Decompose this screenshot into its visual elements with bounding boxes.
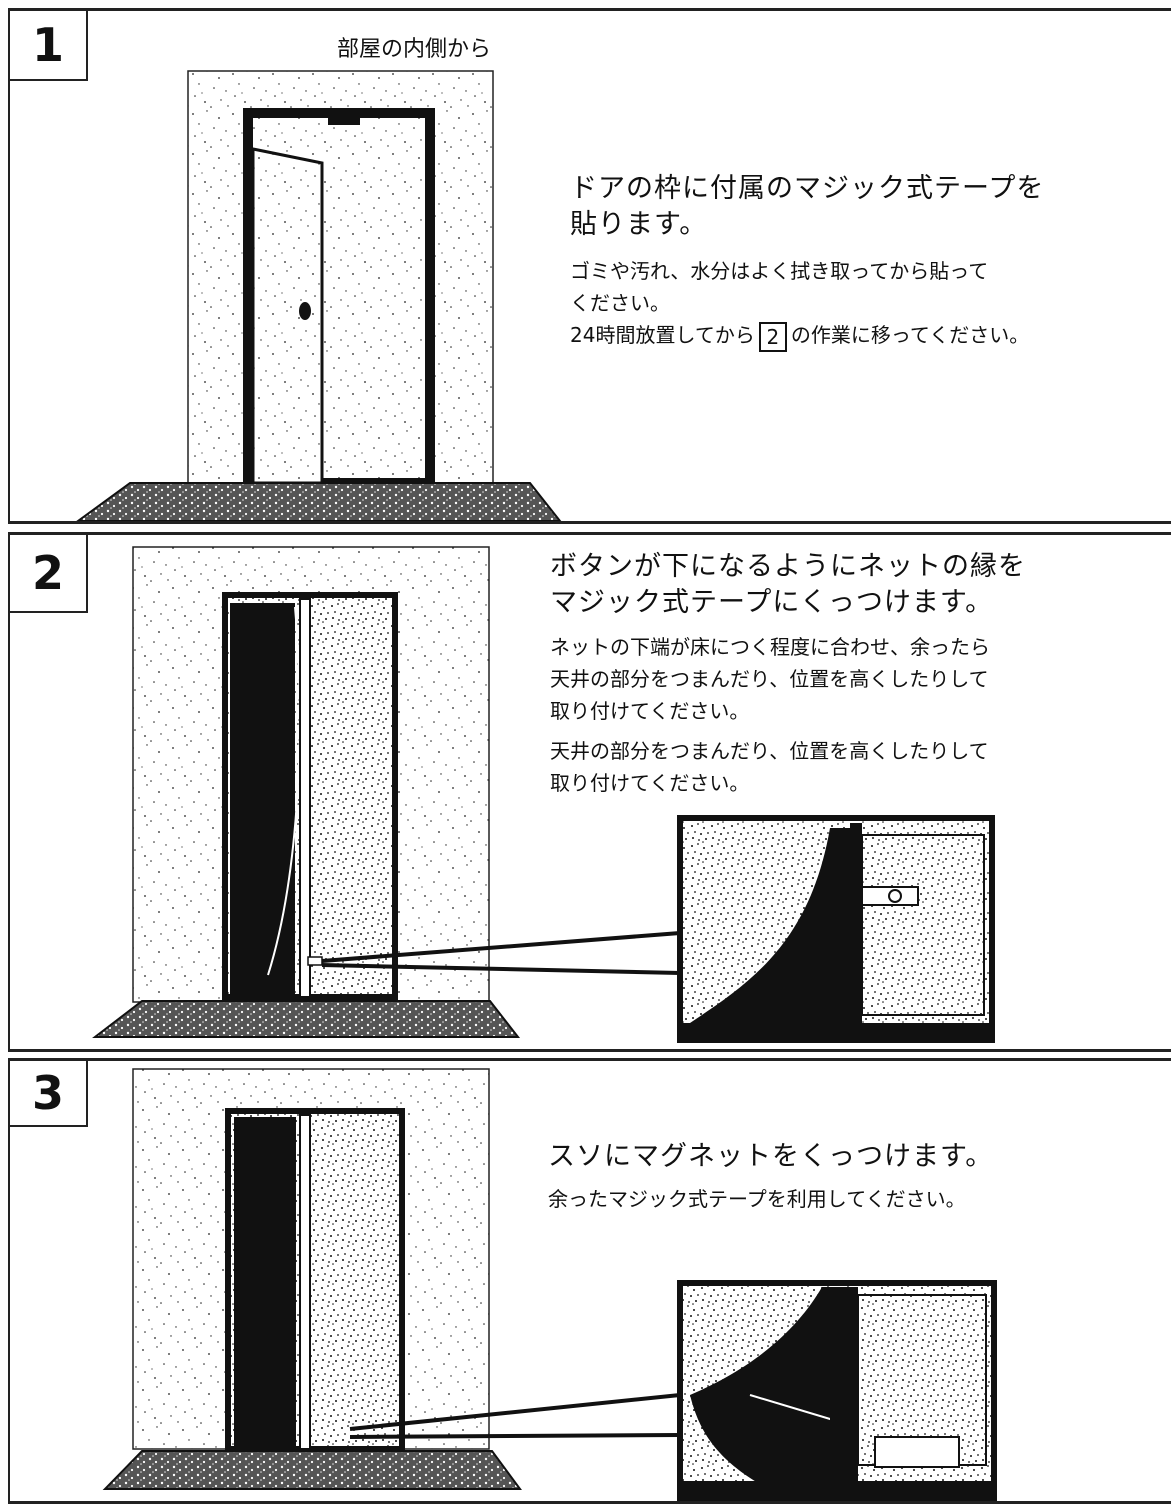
net-attach-illustration (92, 546, 995, 1043)
step-1-wait-text: 24時間放置してから (570, 323, 755, 347)
step-2-panel: 2 ボタンが下になるようにネットの縁を マジック式テープにくっつけます。 ネット… (8, 532, 1171, 1052)
step-1-body-line-1: ゴミや汚れ、水分はよく拭き取ってから貼って (570, 259, 989, 283)
step-2-text-block: ボタンが下になるようにネットの縁を マジック式テープにくっつけます。 ネットの下… (550, 549, 1026, 799)
step-number-1: 1 (10, 11, 88, 81)
step-2-body-line-3: 取り付けてください。 (550, 699, 750, 723)
step-2-heading-line-1: ボタンが下になるようにネットの縁を (550, 551, 1026, 582)
step-2-body-repeat-line-2: 取り付けてください。 (550, 771, 750, 795)
step-1-heading-line-2: 貼ります。 (570, 209, 708, 240)
step-1-body-line-2: ください。 (570, 291, 670, 315)
step-1-panel: 1 部屋の内側から ドアの枠に付属のマジック式テープを 貼ります。 ゴミや汚れ、… (8, 8, 1171, 524)
step-1-caption: 部屋の内側から (337, 37, 492, 62)
step-3-heading-line-1: スソにマグネットをくっつけます。 (548, 1141, 994, 1172)
step-number-3: 3 (10, 1061, 88, 1127)
step-1-text-block: ドアの枠に付属のマジック式テープを 貼ります。 ゴミや汚れ、水分はよく拭き取って… (570, 171, 1044, 352)
step-2-body-line-2: 天井の部分をつまんだり、位置を高くしたりして (550, 667, 989, 691)
step-2-body-line-1: ネットの下端が床につく程度に合わせ、余ったら (550, 635, 990, 659)
step-2-body-repeat-line-1: 天井の部分をつまんだり、位置を高くしたりして (550, 739, 989, 763)
step-2-reference-box: 2 (758, 321, 787, 352)
step-3-panel: 3 スソにマグネットをくっつけます。 余ったマジック式テープを利用してください。 (8, 1058, 1171, 1504)
step-1-heading-line-1: ドアの枠に付属のマジック式テープを (570, 173, 1045, 204)
step-3-text-block: スソにマグネットをくっつけます。 余ったマジック式テープを利用してください。 (548, 1139, 993, 1215)
step-3-body-line-1: 余ったマジック式テープを利用してください。 (548, 1187, 966, 1211)
step-2-heading-line-2: マジック式テープにくっつけます。 (550, 587, 994, 618)
magnet-attach-illustration (102, 1068, 997, 1501)
open-door-illustration (76, 70, 562, 521)
step-number-2: 2 (10, 535, 88, 613)
step-1-next-text: の作業に移ってください。 (790, 323, 1030, 347)
